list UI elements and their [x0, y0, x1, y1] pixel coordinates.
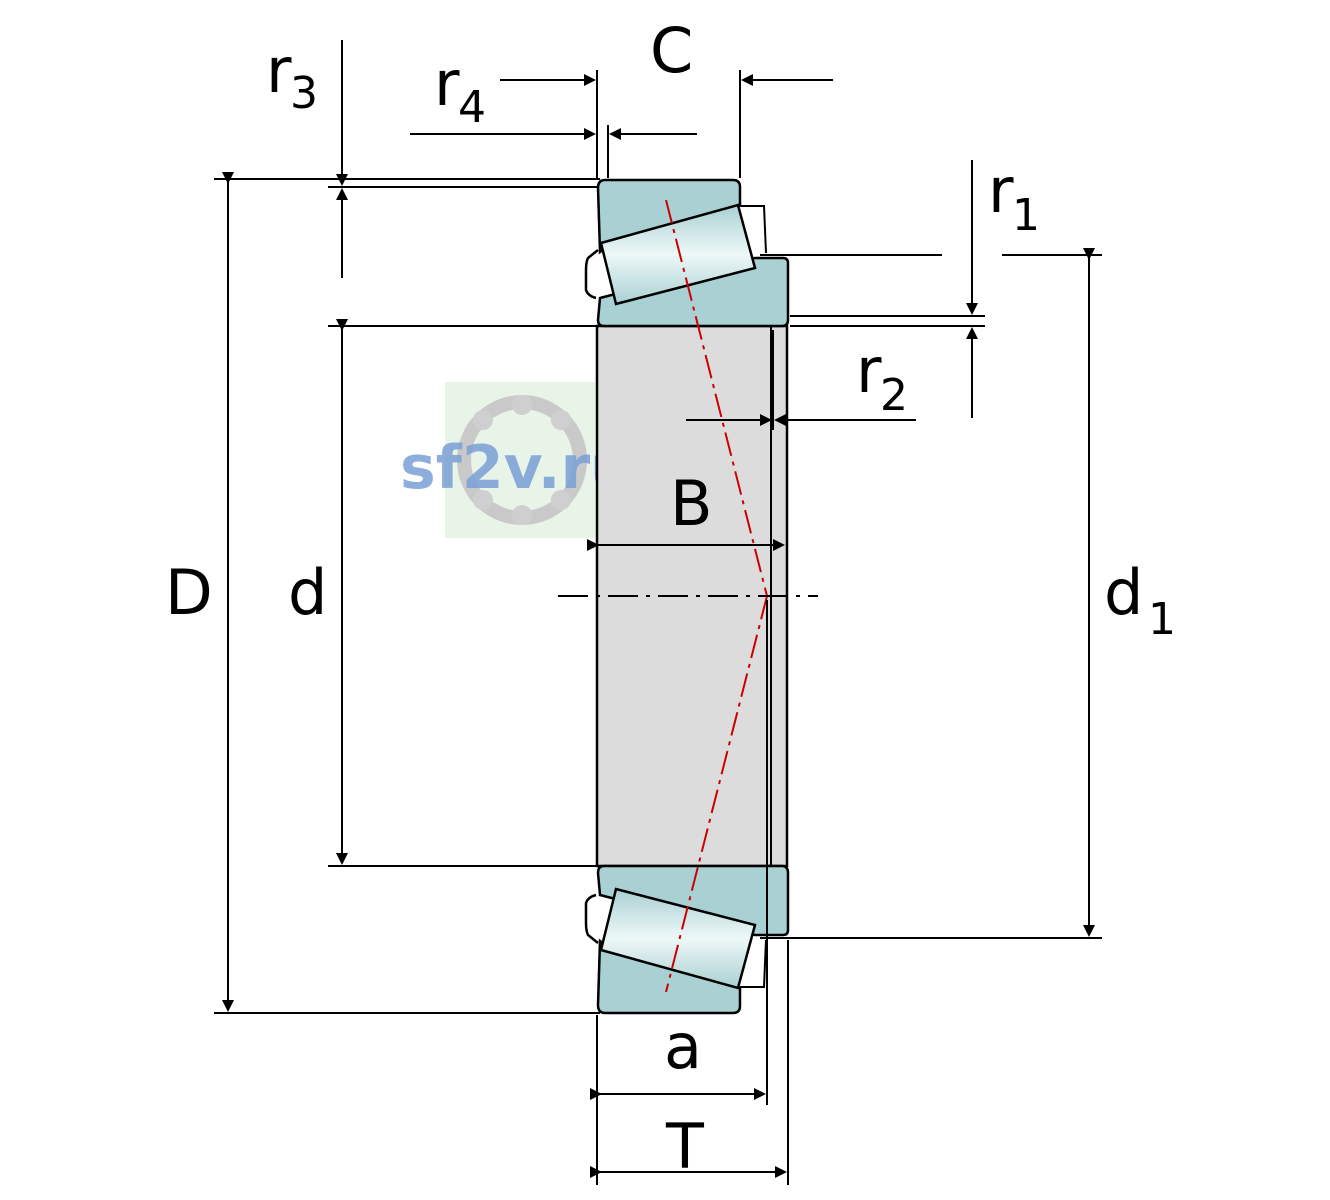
label-d: d — [288, 556, 327, 629]
label-r3-sub: 3 — [290, 68, 318, 119]
label-D: D — [165, 556, 213, 629]
watermark-text: sf2v.ru — [400, 433, 633, 503]
label-r4-sub: 4 — [458, 82, 486, 133]
dimension-labels: C B D d a T r 3 r 4 r 1 r 2 d 1 — [165, 14, 1176, 1183]
roller-bottom — [599, 887, 757, 990]
inner-ring-bottom — [596, 864, 790, 937]
watermark: sf2v.ru — [400, 382, 633, 538]
label-B: B — [670, 467, 713, 540]
roller-top — [599, 203, 757, 306]
label-r1-sub: 1 — [1012, 190, 1040, 241]
label-r3: r — [266, 34, 292, 107]
label-r2: r — [856, 334, 882, 407]
dimension-lines — [214, 40, 1102, 1185]
label-d1: d — [1104, 556, 1143, 629]
label-d1-sub: 1 — [1148, 594, 1176, 645]
label-a: a — [664, 1010, 702, 1083]
pressure-center-lines — [665, 199, 768, 993]
label-r1: r — [988, 154, 1014, 227]
label-C: C — [650, 14, 693, 87]
label-T: T — [665, 1110, 705, 1183]
inner-ring-top — [596, 256, 790, 328]
bearing-body — [584, 178, 790, 1015]
label-r2-sub: 2 — [880, 370, 908, 421]
label-r4: r — [434, 47, 460, 120]
